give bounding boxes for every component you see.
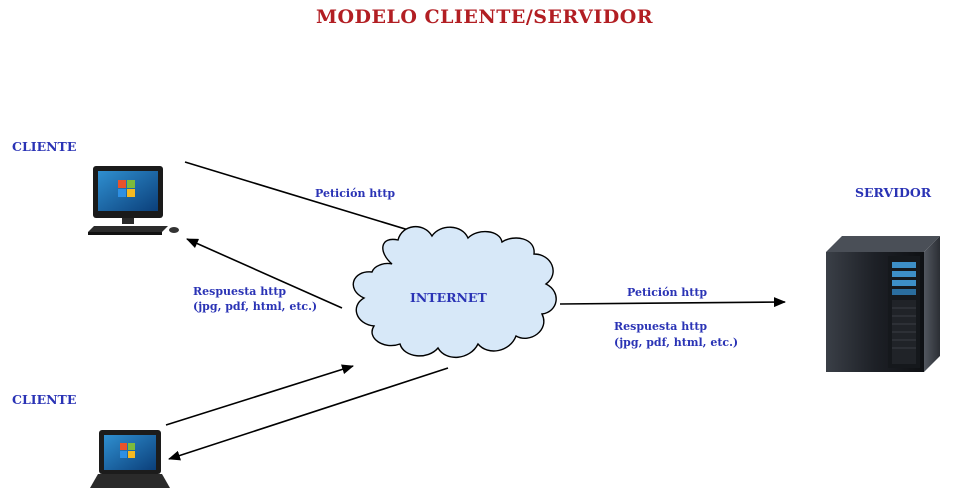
cloud-icon xyxy=(352,226,557,358)
response-client-top-line2: (jpg, pdf, html, etc.) xyxy=(193,300,318,313)
arrow-request-client-bottom xyxy=(165,364,354,426)
arrow-response-client-top xyxy=(186,238,343,309)
internet-label: INTERNET xyxy=(410,290,487,305)
response-client-top-line1: Respuesta http xyxy=(193,285,287,298)
response-server-line2: (jpg, pdf, html, etc.) xyxy=(614,336,739,349)
client-top-label: CLIENTE xyxy=(12,139,77,154)
arrow-response-client-bottom xyxy=(168,367,449,461)
request-client-top-label: Petición http xyxy=(315,187,396,200)
client-bottom-label: CLIENTE xyxy=(12,392,77,407)
response-server-line1: Respuesta http xyxy=(614,320,708,333)
server-tower-icon xyxy=(826,236,940,372)
arrow-request-server xyxy=(559,297,786,308)
server-label: SERVIDOR xyxy=(855,185,932,200)
laptop-icon xyxy=(90,430,170,488)
arrow-request-client-top xyxy=(184,161,449,244)
desktop-computer-icon xyxy=(88,166,179,235)
diagram-title: MODELO CLIENTE/SERVIDOR xyxy=(315,6,654,28)
request-server-label: Petición http xyxy=(627,286,708,299)
